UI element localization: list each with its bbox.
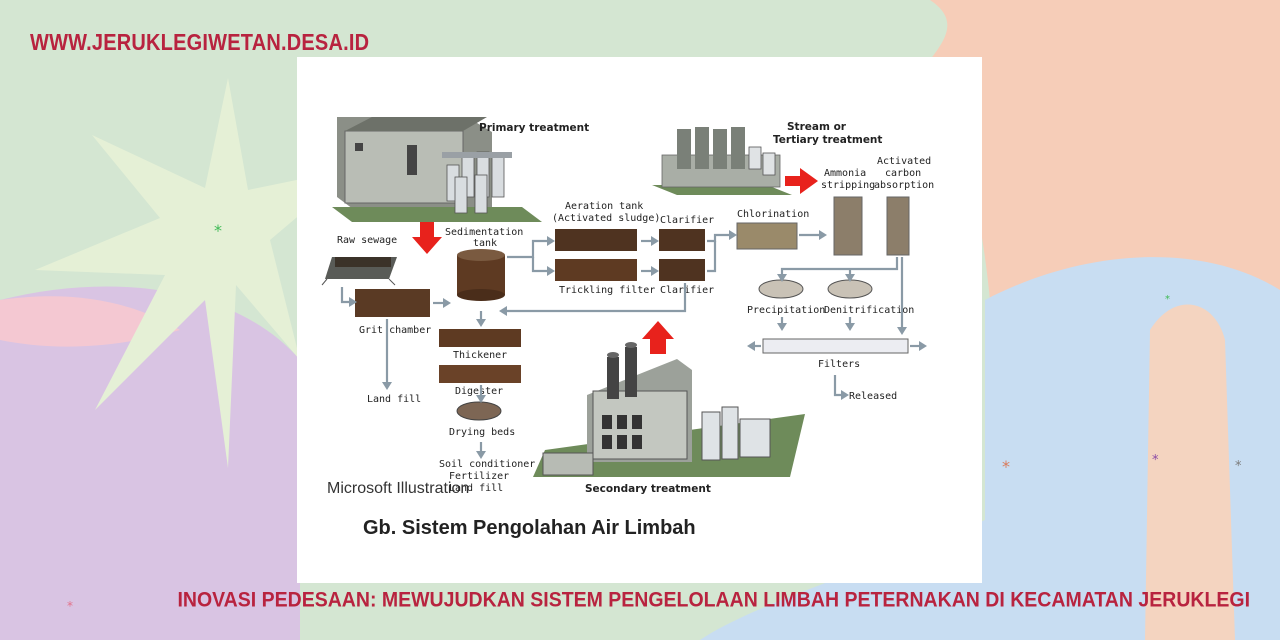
label-tertiary-treatment: Tertiary treatment — [773, 134, 882, 146]
denitrification-basin — [827, 279, 873, 299]
raw-sewage-illustration — [321, 257, 397, 286]
secondary-plant-illustration — [533, 342, 805, 477]
thickener-tank — [439, 329, 521, 347]
label-primary-treatment: Primary treatment — [479, 122, 589, 134]
label-sedimentation-tank: tank — [473, 238, 497, 249]
carbon-absorption-tower — [886, 196, 910, 256]
label-soil-land-fill: Land fill — [449, 483, 503, 494]
flow-arrows — [340, 230, 927, 459]
article-title[interactable]: INOVASI PEDESAAN: MEWUJUDKAN SISTEM PENG… — [177, 587, 1250, 613]
diagram-credit: Microsoft Illustration — [327, 480, 469, 497]
svg-text:*: * — [1152, 453, 1159, 468]
label-raw-sewage: Raw sewage — [337, 235, 397, 246]
label-chlorination: Chlorination — [737, 209, 809, 220]
label-ammonia: Ammonia — [824, 168, 866, 179]
label-grit-chamber: Grit chamber — [359, 325, 431, 336]
svg-text:*: * — [214, 221, 222, 240]
label-activated-sludge: (Activated sludge) — [552, 213, 660, 224]
svg-text:*: * — [1165, 294, 1170, 305]
label-released: Released — [849, 391, 897, 402]
wastewater-treatment-diagram: Primary treatment Stream or Tertiary tre… — [321, 117, 934, 539]
label-clarifier-top: Clarifier — [660, 215, 714, 226]
label-fertilizer: Fertilizer — [449, 471, 509, 482]
site-url[interactable]: WWW.JERUKLEGIWETAN.DESA.ID — [30, 30, 370, 56]
precipitation-basin — [758, 279, 804, 299]
label-land-fill: Land fill — [367, 394, 421, 405]
label-stream-or: Stream or — [787, 121, 847, 133]
filters-tank — [762, 338, 909, 354]
drying-beds-basin — [456, 401, 502, 421]
label-secondary-treatment: Secondary treatment — [585, 483, 711, 495]
red-flow-arrows — [412, 168, 818, 354]
diagram-caption: Gb. Sistem Pengolahan Air Limbah — [363, 517, 696, 539]
chlorination-tank — [736, 222, 798, 250]
clarifier-bottom-tank — [659, 259, 705, 281]
label-precipitation: Precipitation — [747, 305, 825, 316]
ammonia-stripping-tower — [833, 196, 863, 256]
label-clarifier-bottom: Clarifier — [660, 285, 714, 296]
aeration-tank — [555, 229, 637, 251]
label-digester: Digester — [455, 386, 503, 397]
clarifier-top-tank — [659, 229, 705, 251]
svg-text:*: * — [67, 599, 73, 613]
label-trickling-filter: Trickling filter — [559, 285, 655, 296]
label-drying-beds: Drying beds — [449, 427, 515, 438]
grit-chamber-tank — [355, 289, 430, 317]
label-filters: Filters — [818, 359, 860, 370]
label-activated: Activated — [877, 156, 931, 167]
diagram-panel: Primary treatment Stream or Tertiary tre… — [297, 57, 982, 583]
label-stripping: stripping — [821, 180, 875, 191]
label-soil-conditioner: Soil conditioner — [439, 459, 535, 470]
label-sedimentation: Sedimentation — [445, 227, 523, 238]
primary-plant-illustration — [332, 117, 542, 222]
label-aeration-tank: Aeration tank — [565, 201, 643, 212]
svg-text:*: * — [1235, 459, 1242, 474]
digester-tank — [439, 365, 521, 383]
sedimentation-tank — [457, 249, 505, 301]
label-denitrification: Denitrification — [824, 305, 914, 316]
tertiary-plant-illustration — [652, 127, 792, 195]
label-carbon: carbon — [885, 168, 921, 179]
svg-text:*: * — [1002, 457, 1010, 476]
label-thickener: Thickener — [453, 350, 507, 361]
label-absorption: absorption — [874, 180, 934, 191]
trickling-filter-tank — [555, 259, 637, 281]
